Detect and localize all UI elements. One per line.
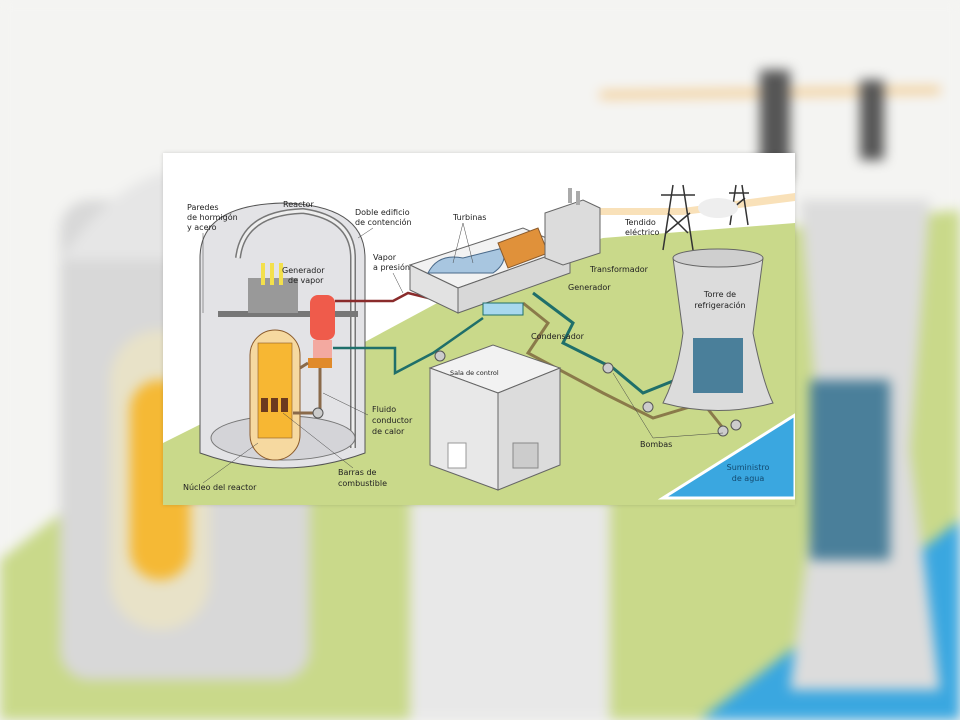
svg-text:Doble edificio: Doble edificio xyxy=(355,208,410,217)
water-supply-area xyxy=(657,413,795,500)
label-turbines: Turbinas xyxy=(452,213,486,222)
svg-text:Barras de: Barras de xyxy=(338,468,377,477)
svg-text:eléctrico: eléctrico xyxy=(625,227,660,237)
control-room-building xyxy=(428,344,562,491)
svg-text:Tendido: Tendido xyxy=(624,218,656,227)
svg-text:de contención: de contención xyxy=(355,217,412,227)
pump xyxy=(434,350,446,362)
label-cooling-tower: Torre de refrigeración xyxy=(694,290,745,310)
steam-generator xyxy=(310,295,335,340)
svg-text:combustible: combustible xyxy=(338,479,387,488)
reactor-pump xyxy=(312,407,324,419)
label-coolant: Fluido conductor de calor xyxy=(372,405,413,436)
fuel-rods xyxy=(261,398,288,412)
turbine-hall xyxy=(408,227,572,316)
label-pumps: Bombas xyxy=(640,440,672,449)
cooling-pipe-out xyxy=(532,291,694,395)
svg-text:conductor: conductor xyxy=(372,416,413,425)
label-walls: Paredes de hormigón y acero xyxy=(187,203,238,232)
label-reactor: Reactor xyxy=(283,200,314,209)
svg-text:de hormigón: de hormigón xyxy=(187,212,238,222)
svg-text:Paredes: Paredes xyxy=(187,203,219,212)
svg-text:de calor: de calor xyxy=(372,427,405,436)
cooling-tower xyxy=(662,198,774,411)
pump xyxy=(602,362,614,374)
svg-text:Suministro: Suministro xyxy=(727,463,770,472)
leader-lines xyxy=(202,222,724,484)
svg-text:y acero: y acero xyxy=(187,223,217,232)
svg-text:Vapor: Vapor xyxy=(373,253,397,262)
label-steam: Vapor a presión xyxy=(373,253,410,272)
svg-text:refrigeración: refrigeración xyxy=(694,300,745,310)
fuel-rod-controls xyxy=(261,263,283,285)
svg-text:a presión: a presión xyxy=(373,262,410,272)
label-water-supply: Suministro de agua xyxy=(727,463,770,483)
label-generator: Generador xyxy=(568,283,611,292)
svg-text:Generador: Generador xyxy=(282,266,325,275)
pump xyxy=(642,401,654,413)
label-transformer: Transformador xyxy=(589,265,649,274)
svg-text:de agua: de agua xyxy=(732,474,765,483)
nuclear-plant-diagram: Paredes de hormigón y acero Reactor Dobl… xyxy=(163,153,795,505)
condenser xyxy=(482,302,524,316)
pump xyxy=(717,425,729,437)
svg-text:de vapor: de vapor xyxy=(288,276,324,285)
label-steam-generator: Generador de vapor xyxy=(282,266,325,285)
label-fuel-rods: Barras de combustible xyxy=(338,468,387,488)
label-control-room: Sala de control xyxy=(450,369,499,377)
label-core: Núcleo del reactor xyxy=(183,483,257,492)
svg-text:Fluido: Fluido xyxy=(372,405,396,414)
pump xyxy=(730,419,742,431)
return-pipe xyxy=(333,316,484,376)
transformer xyxy=(544,188,601,266)
label-containment: Doble edificio de contención xyxy=(355,208,412,227)
label-power-line: Tendido eléctrico xyxy=(624,218,660,237)
svg-text:Torre de: Torre de xyxy=(703,290,736,299)
label-condenser: Condensador xyxy=(531,332,585,341)
